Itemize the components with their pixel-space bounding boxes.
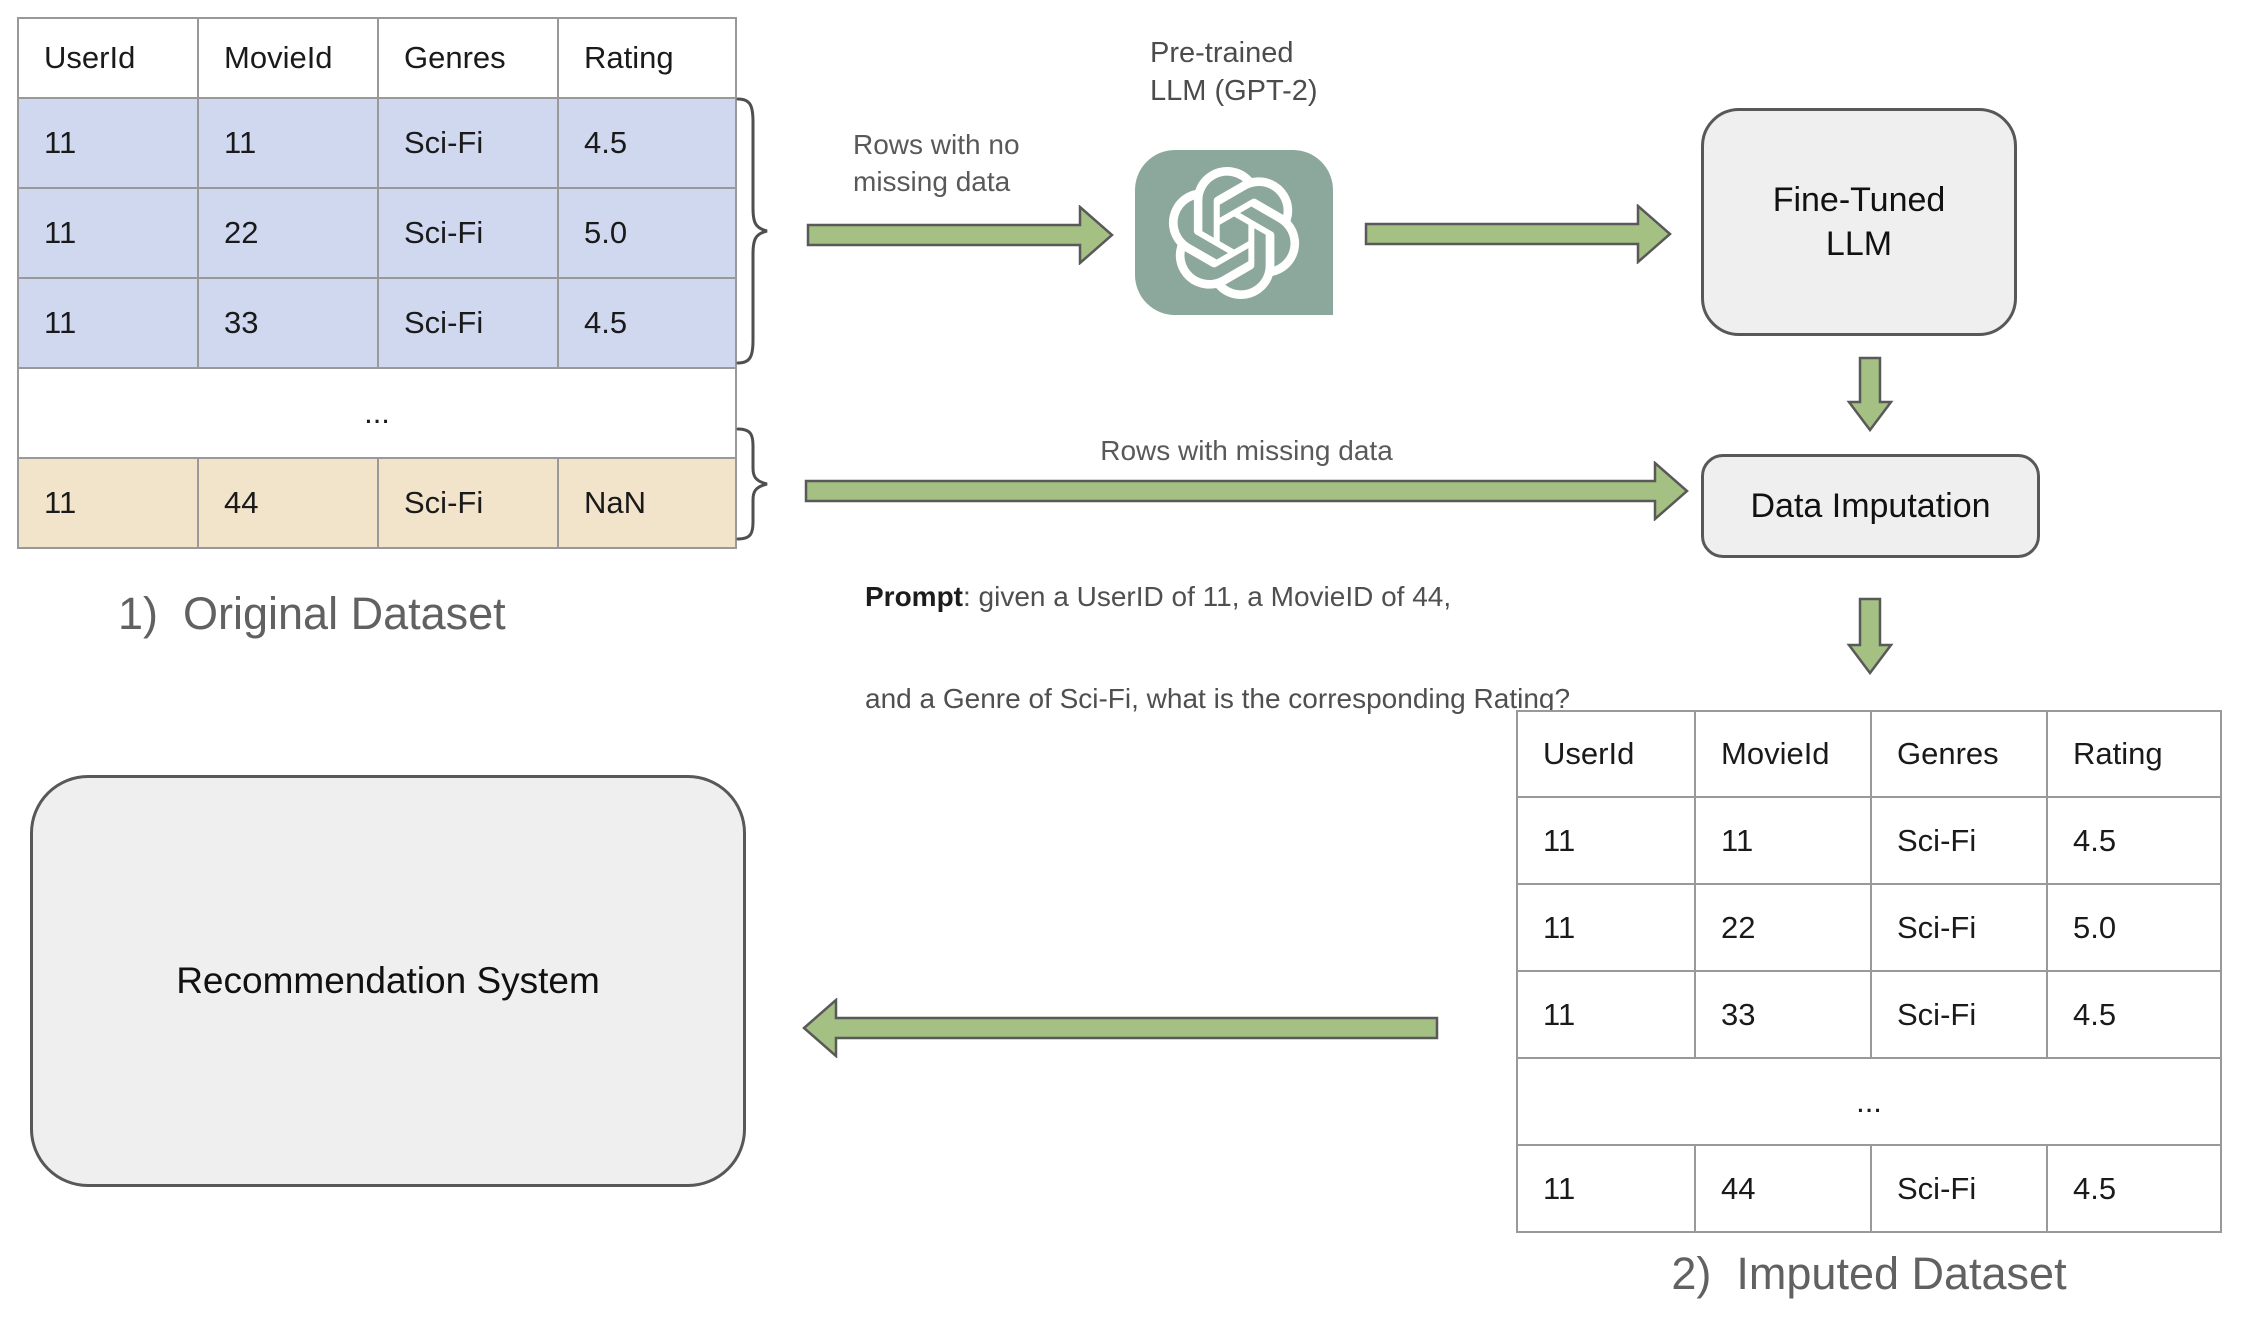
prompt-rest: : given a UserID of 11, a MovieID of 44, <box>963 581 1452 612</box>
complete-rows-brace-icon <box>736 97 768 365</box>
label-line: Rows with no <box>853 129 1020 160</box>
table-row: 11 22 Sci-Fi 5.0 <box>19 187 735 277</box>
table-cell: 11 <box>1694 798 1870 883</box>
arrow-right-no-missing-icon <box>806 205 1114 265</box>
table-row: 11 11 Sci-Fi 4.5 <box>19 97 735 187</box>
arrow-right-to-finetuned-icon <box>1364 204 1672 264</box>
table-cell: 11 <box>44 125 77 160</box>
data-imputation-node: Data Imputation <box>1701 454 2040 558</box>
table-header-cell: MovieId <box>197 19 377 97</box>
table-cell: 11 <box>1543 909 1576 945</box>
label-line: missing data <box>853 166 1011 197</box>
original-dataset-table: UserId MovieId Genres Rating 11 11 Sci-F… <box>17 17 737 549</box>
table-header-row: UserId MovieId Genres Rating <box>19 19 735 97</box>
missing-row-brace-icon <box>736 427 768 541</box>
table-cell: 22 <box>1694 885 1870 970</box>
table-header-cell: UserId <box>44 40 136 75</box>
table-row: 11 33 Sci-Fi 4.5 <box>1518 970 2220 1057</box>
arrow-down-to-imputation-icon <box>1846 356 1894 432</box>
gpt2-model-badge <box>1135 150 1333 315</box>
table-cell: 11 <box>1543 822 1576 858</box>
prompt-lead: Prompt <box>865 581 963 612</box>
table-cell: Sci-Fi <box>1870 885 2046 970</box>
table-cell: Sci-Fi <box>377 99 557 187</box>
table-cell: Sci-Fi <box>377 459 557 547</box>
table-cell: 5.0 <box>2046 885 2220 970</box>
table-cell: 4.5 <box>557 99 735 187</box>
table-cell: 4.5 <box>557 279 735 367</box>
imputed-dataset-caption: 2) Imputed Dataset <box>1671 1248 2067 1299</box>
imputed-dataset-table: UserId MovieId Genres Rating 11 11 Sci-F… <box>1516 710 2222 1233</box>
table-cell: 5.0 <box>557 189 735 277</box>
table-header-cell: Genres <box>1870 712 2046 796</box>
table-cell: 11 <box>197 99 377 187</box>
table-header-cell: Rating <box>2046 712 2220 796</box>
ellipsis-text: ... <box>1856 1083 1882 1119</box>
original-dataset-caption: 1) Original Dataset <box>118 588 506 639</box>
table-cell: Sci-Fi <box>1870 798 2046 883</box>
table-header-cell: Genres <box>377 19 557 97</box>
prompt-line: Prompt: given a UserID of 11, a MovieID … <box>865 580 1570 614</box>
table-row-missing: 11 44 Sci-Fi NaN <box>19 457 735 547</box>
label-line: Pre-trained <box>1150 37 1294 69</box>
node-label-line: Recommendation System <box>176 960 600 1001</box>
table-ellipsis-row: ... <box>19 367 735 457</box>
table-cell: 33 <box>197 279 377 367</box>
table-cell: 22 <box>197 189 377 277</box>
table-header-cell: Rating <box>557 19 735 97</box>
table-cell: 11 <box>1543 996 1576 1032</box>
table-cell: 11 <box>44 305 77 340</box>
ellipsis-text: ... <box>364 395 390 430</box>
table-header-cell: UserId <box>1543 736 1635 771</box>
table-ellipsis-row: ... <box>1518 1057 2220 1144</box>
table-cell: 44 <box>1694 1146 1870 1231</box>
arrow-down-to-imputed-table-icon <box>1846 597 1894 675</box>
table-cell: 33 <box>1694 972 1870 1057</box>
prompt-text: Prompt: given a UserID of 11, a MovieID … <box>865 512 1570 784</box>
table-cell: Sci-Fi <box>377 189 557 277</box>
node-label-line: Fine-Tuned <box>1772 181 1946 219</box>
table-row: 11 11 Sci-Fi 4.5 <box>1518 796 2220 883</box>
table-row: 11 33 Sci-Fi 4.5 <box>19 277 735 367</box>
table-header-cell: MovieId <box>1694 712 1870 796</box>
arrow-right-missing-rows-icon <box>804 461 1689 521</box>
table-row-imputed: 11 44 Sci-Fi 4.5 <box>1518 1144 2220 1231</box>
table-cell: 11 <box>44 215 77 250</box>
rows-missing-label: Rows with missing data <box>1100 435 1393 466</box>
table-cell: 11 <box>44 485 77 520</box>
arrow-left-to-recommendation-icon <box>802 998 1439 1058</box>
table-cell: NaN <box>557 459 735 547</box>
table-header-row: UserId MovieId Genres Rating <box>1518 712 2220 796</box>
label-line: LLM (GPT-2) <box>1150 75 1318 107</box>
table-cell: Sci-Fi <box>1870 972 2046 1057</box>
table-cell: 11 <box>1543 1170 1576 1206</box>
node-label-line: Data Imputation <box>1750 486 1991 525</box>
table-cell: Sci-Fi <box>1870 1146 2046 1231</box>
finetuned-llm-node: Fine-Tuned LLM <box>1701 108 2017 336</box>
pretrained-llm-label: Pre-trained LLM (GPT-2) <box>1150 34 1318 110</box>
table-cell: 4.5 <box>2046 1146 2220 1231</box>
rows-no-missing-label: Rows with no missing data <box>853 126 1020 200</box>
table-row: 11 22 Sci-Fi 5.0 <box>1518 883 2220 970</box>
recommendation-system-node: Recommendation System <box>30 775 746 1187</box>
openai-logo-icon <box>1168 166 1300 299</box>
table-cell: Sci-Fi <box>377 279 557 367</box>
node-label-line: LLM <box>1825 225 1893 263</box>
table-cell: 4.5 <box>2046 798 2220 883</box>
table-cell: 44 <box>197 459 377 547</box>
table-cell: 4.5 <box>2046 972 2220 1057</box>
prompt-line: and a Genre of Sci-Fi, what is the corre… <box>865 683 1571 714</box>
